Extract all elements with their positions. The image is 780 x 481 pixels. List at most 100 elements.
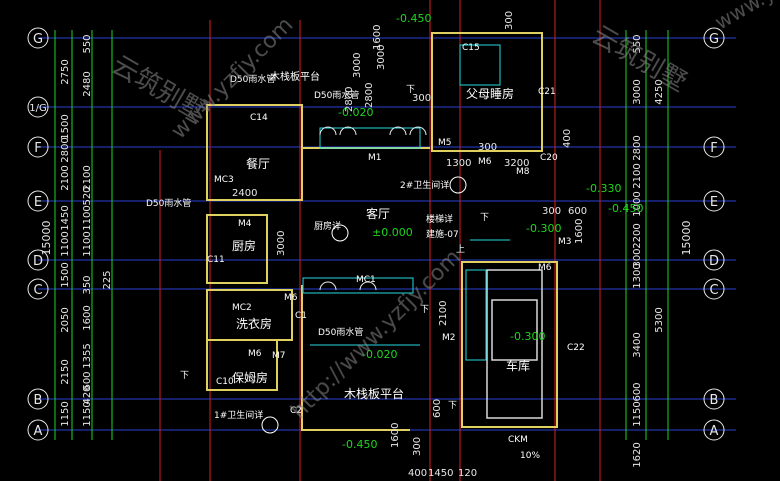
dim-left-inner-0: 550 (82, 34, 93, 53)
label-m6c: M6 (284, 293, 298, 303)
level-living: ±0.000 (372, 226, 413, 239)
dim-300-b: 300 (478, 142, 497, 153)
dim-120: 120 (458, 468, 477, 479)
row-label-a: A (34, 424, 43, 439)
label-c11: C11 (207, 255, 225, 265)
note-down-2: 下 (480, 213, 489, 223)
dim-300-v: 300 (412, 93, 431, 104)
level-top: -0.450 (396, 12, 431, 25)
label-m6a: M6 (478, 157, 492, 167)
cyan-details (302, 44, 510, 361)
room-laundry: 洗衣房 (236, 316, 272, 331)
dim-600-e: 600 (568, 206, 587, 217)
room-living: 客厅 (366, 206, 390, 221)
label-ckm: CKM (508, 435, 528, 445)
row-label-e: E (34, 195, 42, 210)
left-dimensions: 2750 1500 2800 2100 1450 1100 1500 2050 … (40, 34, 113, 426)
watermark-url-3: www.yzfjy.com (711, 0, 780, 34)
row-label-c: C (33, 283, 42, 298)
door-arcs (319, 126, 427, 291)
dim-3200: 3200 (504, 158, 529, 169)
label-mc2: MC2 (232, 303, 252, 313)
label-m6d: M6 (248, 349, 262, 359)
garage-car (486, 269, 543, 419)
note-bath1-detail: 1#卫生间详 (214, 409, 263, 421)
label-mc3: MC3 (214, 175, 234, 185)
levels: -0.450 -0.020 ±0.000 -0.020 -0.330 -0.45… (338, 12, 643, 451)
dim-left-inner-1: 2480 (82, 71, 93, 96)
level-bottom: -0.450 (342, 438, 377, 451)
dim-left-inner-10: 420 (82, 385, 93, 404)
label-c22: C22 (567, 343, 585, 353)
label-m1: M1 (368, 153, 382, 163)
row-label-d: D (33, 254, 43, 269)
note-bath2-detail: 2#卫生间详 (400, 179, 449, 191)
room-parents-bedroom: 父母睡房 (466, 86, 514, 101)
row-label-a-right: A (710, 424, 719, 439)
dim-left-outer-3: 2100 (60, 165, 71, 190)
dim-right-9: 5300 (654, 307, 665, 332)
dim-1600-bot: 1600 (390, 423, 401, 448)
label-m3: M3 (558, 237, 572, 247)
dim-right-0: 550 (632, 34, 643, 53)
dim-right-7: 300 (632, 248, 643, 267)
right-dimensions: 550 3000 4250 2800 2100 1000 2200 300 13… (632, 34, 693, 467)
row-labels-left: G 1/G F E D C B A (27, 27, 49, 441)
row-label-1g: 1/G (29, 103, 46, 114)
wood-platform-top: 木栈板平台 (270, 70, 320, 83)
kitchen-detail-symbol (331, 224, 349, 242)
label-c2: C2 (290, 406, 302, 416)
dim-left-inner-5: 1100 (82, 231, 93, 256)
label-m5: M5 (438, 138, 452, 148)
dim-right-5: 1000 (632, 191, 643, 216)
kitchen-wall (206, 214, 268, 284)
dim-right-6: 2200 (632, 223, 643, 248)
garage-wall (461, 261, 558, 428)
row-label-f: F (34, 141, 41, 156)
dim-1450: 1450 (428, 468, 453, 479)
dim-2800-2: 2800 (344, 87, 355, 112)
dim-400: 400 (562, 129, 573, 148)
dining-wall (206, 104, 303, 201)
dim-right-4: 2100 (632, 163, 643, 188)
row-label-c-right: C (709, 283, 718, 298)
dim-3000-1: 3000 (352, 53, 363, 78)
level-east-3: -0.300 (526, 222, 561, 235)
dim-300-bot: 300 (412, 437, 423, 456)
label-c1: C1 (295, 311, 307, 321)
walls (206, 32, 558, 431)
row-label-g: G (33, 32, 43, 47)
label-m8: M8 (516, 167, 530, 177)
dim-right-3: 2800 (632, 135, 643, 160)
bath2-detail-symbol (449, 176, 467, 194)
dim-400-b: 400 (408, 468, 427, 479)
note-stair-detail-1: 楼梯详 (426, 213, 453, 225)
room-names: 父母睡房 餐厅 客厅 厨房 洗衣房 保姆房 车库 木栈板平台 木栈板平台 (232, 70, 530, 401)
dim-left-inner-2: 2100 (82, 165, 93, 190)
dim-300-top: 300 (504, 11, 515, 30)
dim-3000-2: 3000 (376, 45, 387, 70)
dim-left-outer-9: 1150 (60, 401, 71, 426)
dim-left-outer-1: 1500 (60, 114, 71, 139)
room-dining: 餐厅 (246, 156, 270, 171)
dim-left-inner-9: 600 (82, 371, 93, 390)
note-slope: 10% (520, 451, 540, 461)
dim-right-8: 1300 (632, 263, 643, 288)
dim-right-13: 1620 (632, 442, 643, 467)
label-m4: M4 (238, 219, 252, 229)
note-down-4: 下 (420, 305, 429, 315)
dim-left-inner-8: 1355 (82, 343, 93, 368)
dim-1600-e: 1600 (574, 219, 585, 244)
dim-right-2: 4250 (654, 79, 665, 104)
level-east-1: -0.330 (586, 182, 621, 195)
room-garage: 车库 (506, 358, 530, 373)
level-east-2: -0.450 (608, 202, 643, 215)
laundry-wall (206, 289, 293, 341)
note-rain-pipe-2: D50雨水管 (314, 89, 359, 101)
dim-left-total: 15000 (40, 221, 53, 256)
row-label-b: B (34, 393, 43, 408)
dim-300-e: 300 (542, 206, 561, 217)
dim-left-note: 225 (102, 270, 113, 289)
dim-2100: 2100 (438, 301, 449, 326)
